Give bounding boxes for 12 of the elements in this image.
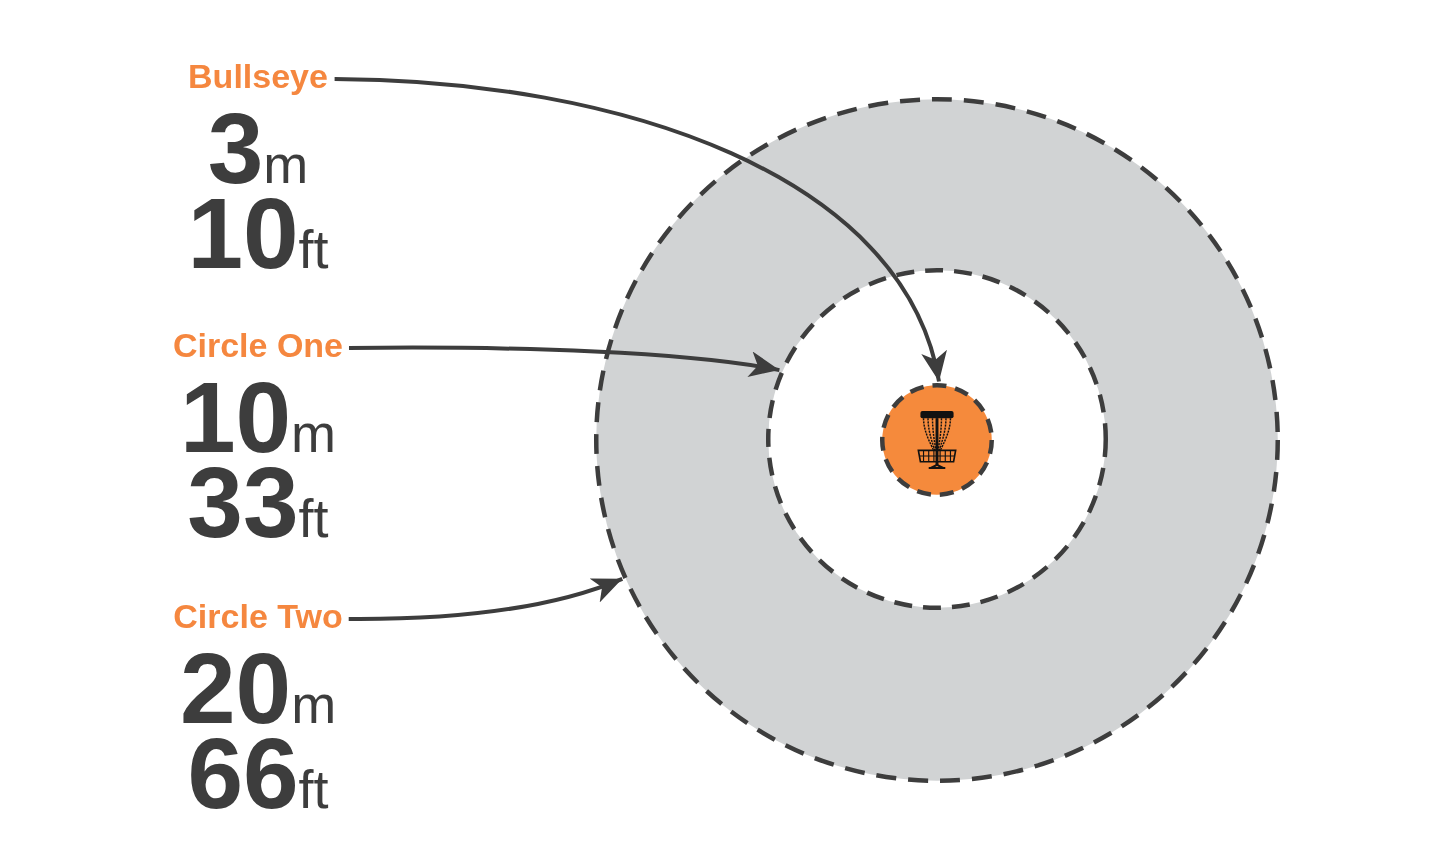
arrow [349,345,780,378]
distance-value: 33ft [187,460,329,545]
distance-value: 66ft [187,731,329,816]
zone-title: Circle Two [173,596,343,636]
arrow [334,77,944,383]
distance-value: 3m [207,106,309,191]
arrow [348,576,624,621]
distance-value: 20m [178,646,338,731]
zone-title: Bullseye [187,56,329,96]
distance-value: 10m [178,375,338,460]
zone-title: Circle One [172,325,344,365]
distance-value: 10ft [187,191,329,276]
